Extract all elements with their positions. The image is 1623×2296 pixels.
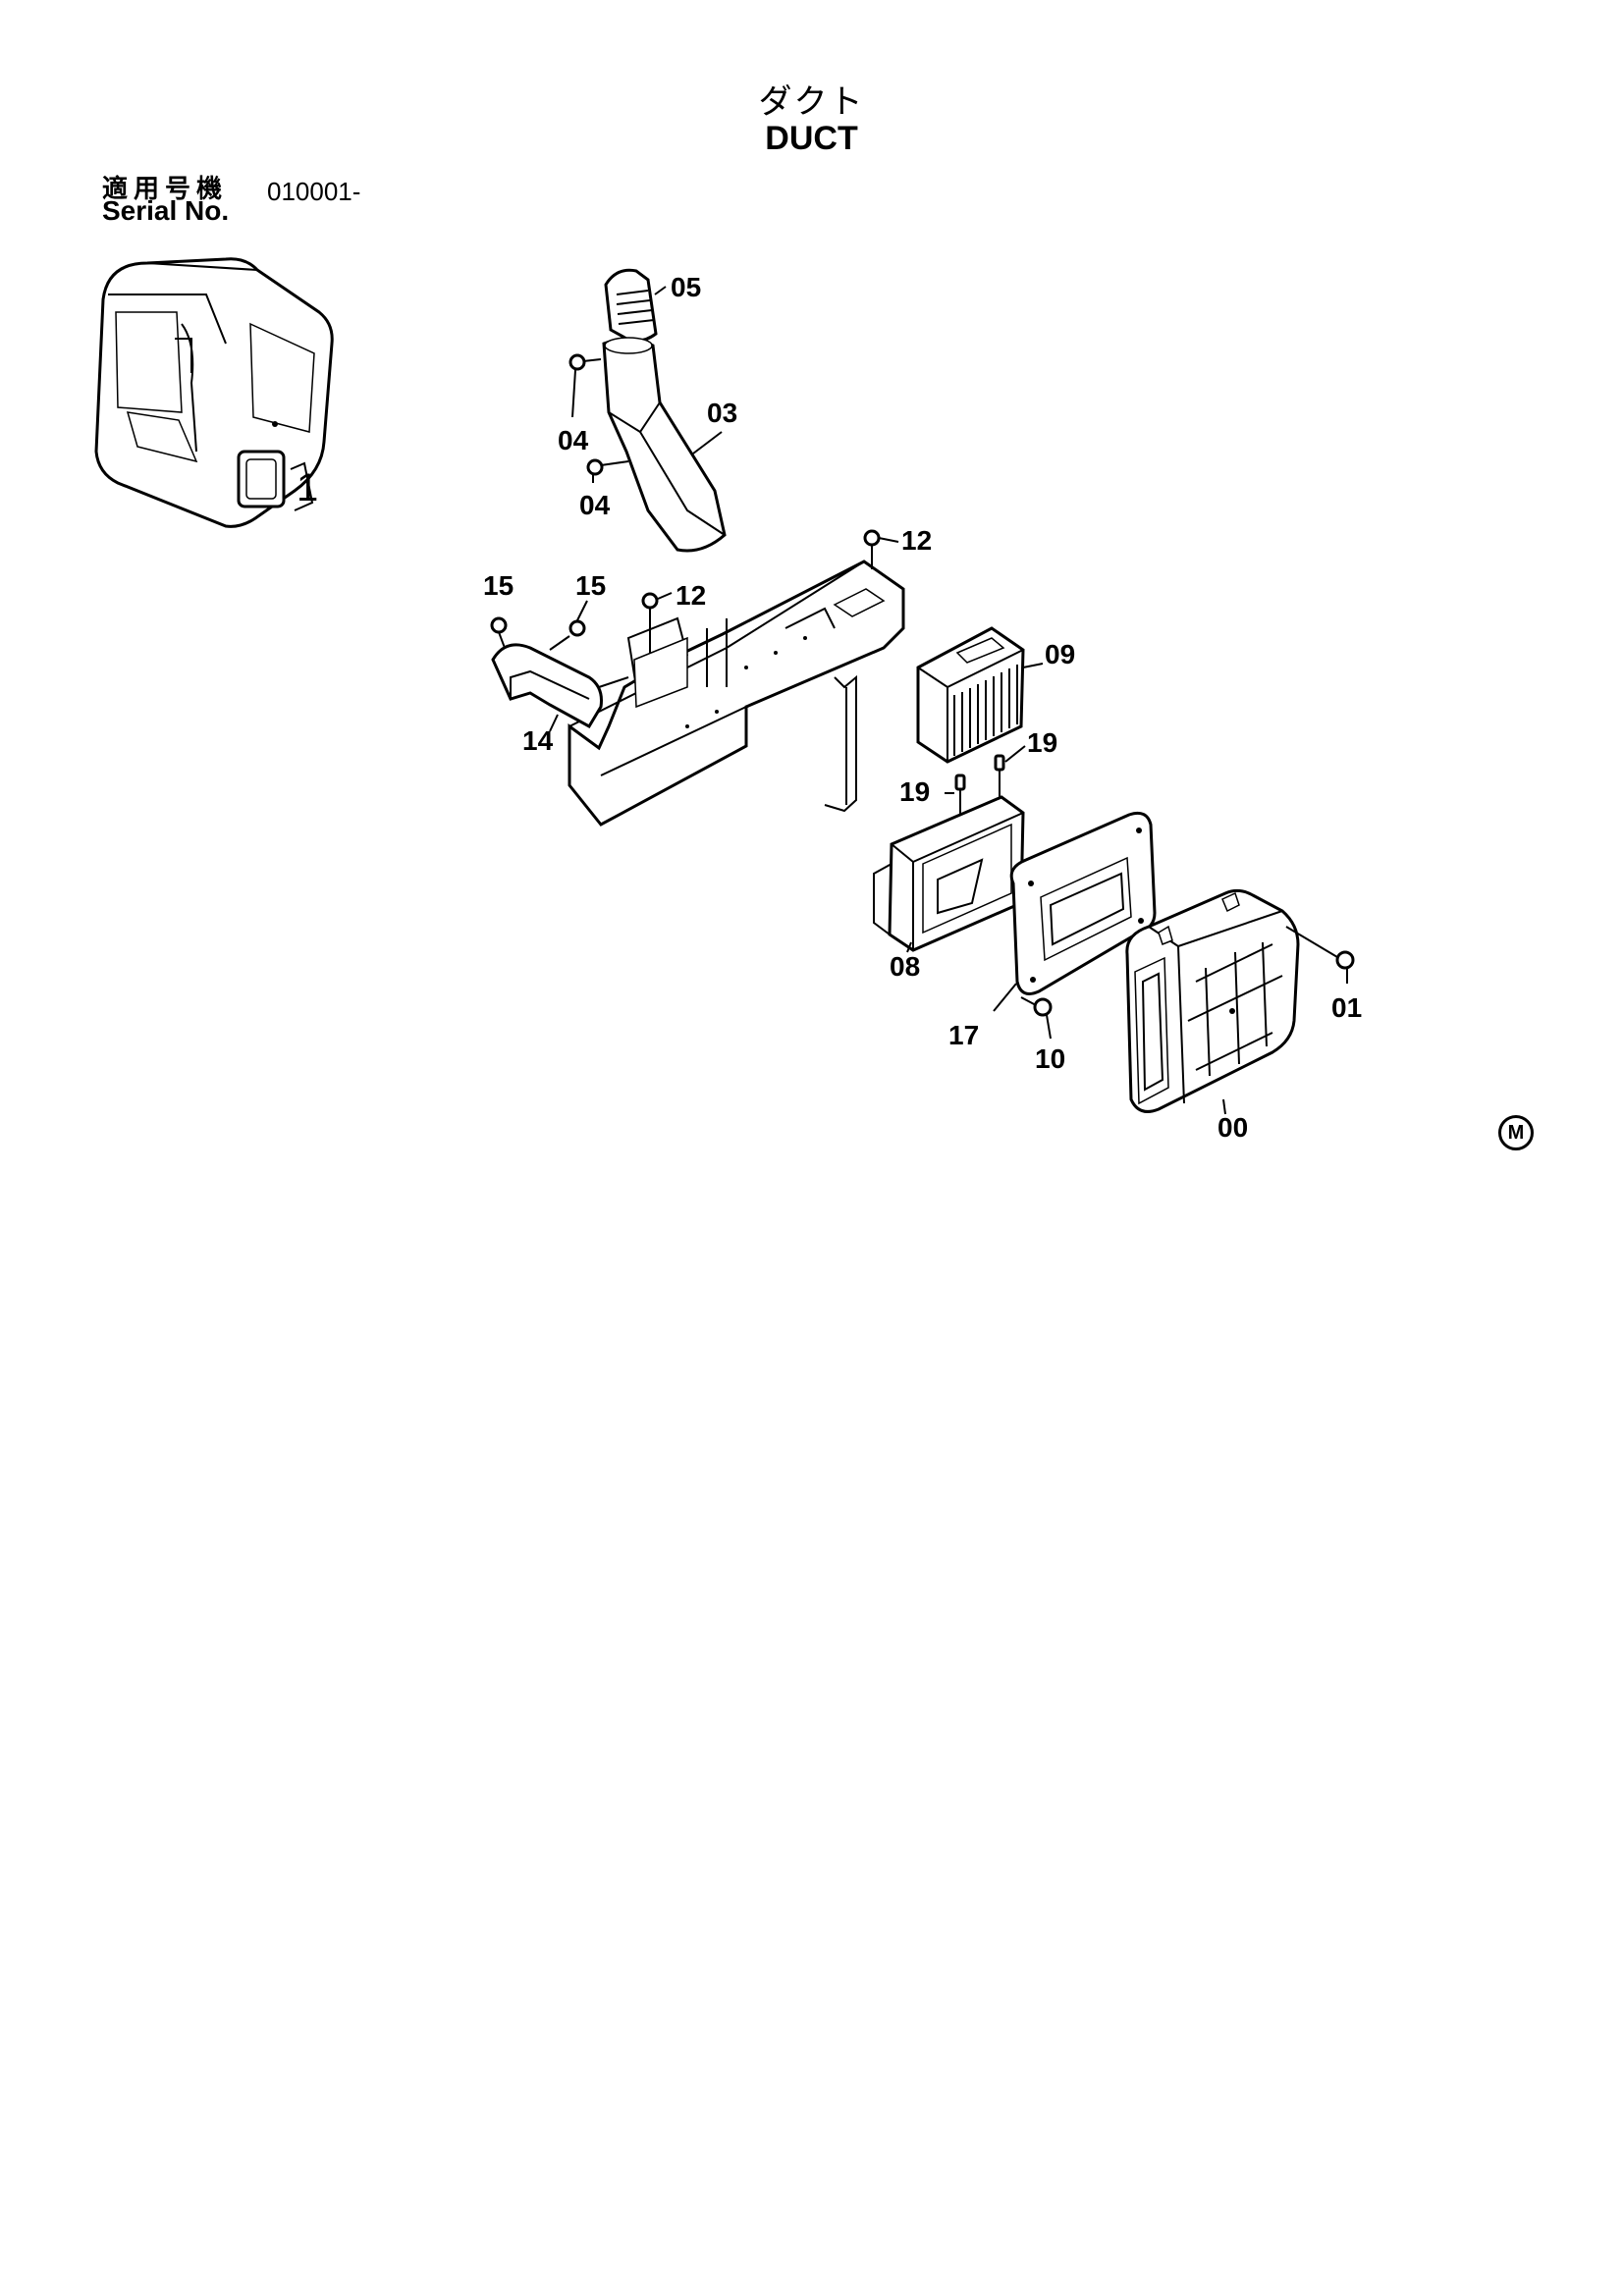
serial-label-japanese: 適用号機 xyxy=(102,175,229,204)
callout-09: 09 xyxy=(1045,639,1075,669)
part-14-clamp xyxy=(491,643,629,732)
part-05-louver xyxy=(604,268,667,343)
part-00-housing xyxy=(1125,888,1300,1115)
callout-12-mid: 12 xyxy=(676,580,706,611)
part-15-screw-left xyxy=(490,616,508,649)
part-15-screw-right xyxy=(549,600,588,651)
part-12-bolt-mid xyxy=(641,592,673,653)
serial-number-value: 010001- xyxy=(267,177,361,206)
callout-19-left: 19 xyxy=(899,776,930,807)
callout-15-right: 15 xyxy=(575,570,606,601)
svg-text:1: 1 xyxy=(297,466,318,509)
part-10-screw xyxy=(1020,996,1053,1040)
part-04-screw-lower xyxy=(586,458,629,483)
callout-10: 10 xyxy=(1035,1043,1065,1074)
title-japanese: ダクト xyxy=(758,82,865,122)
part-17-gasket-plate xyxy=(993,811,1157,1012)
callout-12-upper: 12 xyxy=(901,525,932,556)
callout-19-right: 19 xyxy=(1027,727,1057,758)
callout-01: 01 xyxy=(1331,992,1362,1023)
serial-label-english: Serial No. xyxy=(102,195,230,226)
cab-overview-illustration: 1 xyxy=(94,257,334,528)
callout-14: 14 xyxy=(522,725,554,756)
main-mounting-frame xyxy=(568,560,905,827)
callout-04-lower: 04 xyxy=(579,490,611,520)
part-12-bolt-upper xyxy=(863,529,899,569)
part-09-filter xyxy=(916,626,1044,764)
callout-05: 05 xyxy=(671,272,701,302)
callout-15-left: 15 xyxy=(483,570,514,601)
manual-mark-badge: M xyxy=(1498,1115,1534,1150)
title-english: DUCT xyxy=(765,120,858,157)
callout-17: 17 xyxy=(948,1020,979,1050)
part-01-screw xyxy=(1285,926,1355,984)
callout-00: 00 xyxy=(1217,1112,1248,1143)
part-04-screw-upper xyxy=(568,353,602,418)
callout-08: 08 xyxy=(890,951,920,982)
callout-03: 03 xyxy=(707,398,737,428)
part-08-case xyxy=(873,795,1025,953)
part-03-duct xyxy=(602,337,727,553)
callout-04-upper: 04 xyxy=(558,425,589,455)
